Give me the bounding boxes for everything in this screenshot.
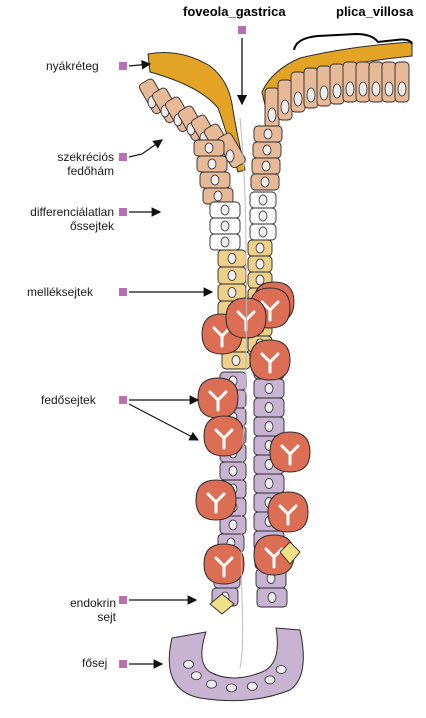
label-fedosejtek: fedősejtek [41,393,96,407]
label-differencialatlan-ossejtek: differenciálatlan őssejtek [4,205,114,233]
label-szekrecios-line2: fedőhám [67,164,114,178]
cell-nucleus [207,158,217,170]
cell-nucleus [258,226,268,238]
label-fosej: fősej [82,656,108,670]
leader-arrow-nyakreteg [128,60,152,70]
cell-nucleus [280,99,290,115]
cell-nucleus [264,383,274,394]
cell-nucleus [319,85,329,101]
cell-nucleus [264,402,274,413]
cell-nucleus [210,174,220,186]
endocrine-cell [279,541,301,565]
cell-nucleus [206,679,217,689]
cell-nucleus [228,519,238,531]
cell-nucleus [293,91,303,107]
label-endokrin-line2: sejt [97,610,116,624]
label-nyakreteg: nyákréteg [46,59,99,73]
cell-nucleus [227,270,237,281]
leader-arrow-szekrecios [128,139,163,158]
cell-nucleus [397,81,407,97]
cell-nucleus [246,681,258,691]
cell-nucleus [220,204,230,216]
canaliculus [208,390,228,412]
cell-nucleus [228,465,238,477]
cell-nucleus [345,81,355,97]
cell-nucleus [332,83,342,99]
marker-fosej [119,660,127,668]
cell-nucleus [220,236,230,248]
cell-nucleus [261,160,271,172]
cell-nucleus [384,81,394,97]
canaliculus [206,492,226,514]
label-endokrin-sejt: endokrin sejt [40,596,116,624]
foveola-marker [238,26,246,34]
cell-nucleus [226,683,237,693]
plica-villosa-bracket [293,32,413,51]
label-differencialatlan-line1: differenciálatlan [30,205,114,219]
cell-nucleus [371,81,381,97]
label-szekrecios-fedoham: szekréciós fedőhám [20,150,114,178]
marker-endokrin [119,596,127,604]
cell-nucleus [306,87,316,103]
cell-nucleus [358,81,368,97]
cell-nucleus [263,128,273,140]
cell-nucleus [275,665,287,674]
cell-nucleus [213,190,223,202]
cell-nucleus [227,287,237,298]
label-melleksejtek: melléksejtek [27,285,94,299]
label-szekrecios-line1: szekréciós [57,150,114,164]
label-differencialatlan-line2: őssejtek [69,219,114,233]
cell-nucleus [267,107,277,123]
title-foveola-gastrica: foveola_gastrica [183,4,286,19]
cell-nucleus [260,176,270,188]
marker-nyakreteg [119,62,127,70]
cell-nucleus [258,194,268,206]
cell-nucleus [225,149,235,163]
canaliculus [212,326,232,348]
cell-nucleus [262,144,272,156]
endocrine-cell [209,593,235,615]
cell-nucleus [255,274,265,286]
marker-differencialatlan [119,208,127,216]
label-endokrin-line1: endokrin [69,596,116,610]
cell-nucleus [190,671,202,681]
canaliculus [278,504,298,526]
cell-nucleus [264,675,276,685]
cell-nucleus [258,210,268,222]
cell-nucleus [267,592,277,603]
pit-lumen [239,117,248,669]
cell-nucleus [204,142,214,154]
canaliculus [236,310,256,332]
cell-nucleus [183,659,194,669]
canaliculus [214,556,234,578]
marker-szekrecios [119,153,127,161]
marker-fedosejtek-1 [119,396,127,404]
canaliculus [214,428,234,450]
cell-nucleus [264,478,274,489]
cell-nucleus [220,220,230,232]
cell-nucleus [255,242,265,254]
marker-melleksejtek [119,288,127,296]
cell-nucleus [231,355,241,366]
canaliculus [260,352,280,374]
title-plica-villosa: plica_villosa [336,4,414,19]
leader-arrow-fedosejtek-2 [128,403,200,441]
canaliculus [280,444,300,466]
cell-nucleus [255,258,265,270]
canaliculus [260,300,280,322]
mucus-layer-left [147,52,246,173]
cell-nucleus [227,253,237,264]
canaliculus [264,547,284,569]
cell-nucleus [264,421,274,432]
